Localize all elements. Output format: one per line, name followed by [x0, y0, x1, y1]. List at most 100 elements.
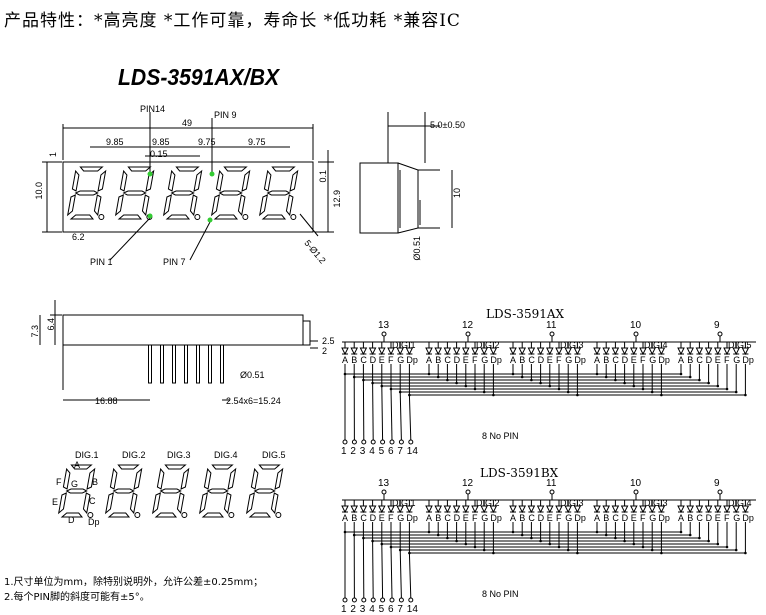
pin1-label: PIN 1	[90, 257, 113, 267]
segment-pin-number: 6	[388, 446, 394, 457]
segment-pin	[390, 440, 394, 444]
segment	[224, 167, 246, 171]
led-diode	[463, 506, 469, 512]
segment	[124, 191, 146, 195]
segment	[168, 171, 175, 191]
segment	[153, 493, 161, 513]
led-diode	[678, 506, 684, 512]
seg-label: B	[435, 355, 441, 365]
seg-label: F	[724, 513, 730, 523]
common-pin	[382, 490, 386, 494]
led-diode	[370, 348, 376, 354]
pin9-marker	[210, 172, 215, 177]
led-diode	[538, 506, 544, 512]
common-pin-number: 11	[546, 320, 556, 331]
segment	[94, 195, 101, 215]
seg-label: F	[388, 513, 394, 523]
led-diode	[528, 348, 534, 354]
segment-pin	[362, 598, 366, 602]
led-diode	[379, 506, 385, 512]
segment	[181, 469, 189, 489]
decimal-point	[229, 513, 234, 518]
segment-pin-number: 4	[369, 446, 375, 457]
common-pin-number: 12	[462, 320, 473, 331]
seg-label: F	[640, 513, 646, 523]
dig-label: DIG.1	[392, 340, 416, 350]
segment	[208, 489, 228, 493]
seg-label: B	[603, 355, 609, 365]
segment-pin	[343, 598, 347, 602]
seg-label: F	[388, 355, 394, 365]
bottom-pin	[209, 345, 212, 383]
dig-label: DIG.3	[644, 498, 668, 508]
dig-label: DIG.5	[728, 340, 752, 350]
segment	[215, 215, 237, 219]
segment-pin-number: 1	[341, 604, 347, 615]
dig-label: DIG.3	[560, 340, 584, 350]
segment-pin	[352, 440, 356, 444]
circuit-ax-nopin: 8 No PIN	[482, 431, 519, 441]
led-diode	[426, 506, 432, 512]
segment	[200, 493, 208, 513]
segment-pin-number: 7	[397, 604, 403, 615]
segment	[190, 195, 197, 215]
segment	[176, 167, 198, 171]
dig-label: DIG.4	[644, 340, 668, 350]
decimal-point	[135, 513, 140, 518]
seg-label: Dp	[574, 513, 586, 523]
segment	[167, 215, 189, 219]
seg-label: C	[696, 355, 703, 365]
seg-label: Dp	[658, 355, 670, 365]
seg-label: A	[342, 513, 348, 523]
common-pin	[634, 332, 638, 336]
seg-label: E	[379, 513, 385, 523]
segment	[255, 489, 275, 493]
pin14-marker	[148, 172, 153, 177]
led-diode	[444, 506, 450, 512]
seg-label: D	[370, 513, 377, 523]
bottom-pins	[149, 345, 224, 383]
segment	[76, 191, 98, 195]
front-digit	[68, 167, 106, 220]
common-pin-number: 10	[630, 320, 641, 331]
seg-label: G	[481, 513, 488, 523]
segment	[142, 195, 149, 215]
segment	[259, 465, 279, 469]
decimal-point	[243, 215, 248, 220]
seg-label: E	[463, 355, 469, 365]
seg-label: A	[594, 513, 600, 523]
height-dim: 10.0	[34, 182, 44, 200]
seg-label: D	[706, 355, 713, 365]
segment	[118, 465, 138, 469]
segment	[71, 215, 93, 219]
tilt-dim: 6.2	[72, 232, 85, 242]
segment	[272, 167, 294, 171]
seg-label: D	[622, 513, 629, 523]
bottom-right1: 2.5	[322, 336, 335, 346]
seg-label: Dp	[406, 355, 418, 365]
led-diode	[612, 506, 618, 512]
segment-pin-number: 5	[379, 604, 385, 615]
led-diode	[631, 506, 637, 512]
led-diode	[379, 348, 385, 354]
segment	[268, 191, 290, 195]
led-diode	[519, 348, 525, 354]
seg-label: C	[360, 355, 367, 365]
led-diode	[622, 348, 628, 354]
seg-label: Dp	[490, 513, 502, 523]
common-pin-number: 11	[546, 478, 556, 489]
bottom-h1: 7.3	[30, 325, 40, 338]
seg-label: E	[715, 355, 721, 365]
seg-label: F	[640, 355, 646, 365]
dim-5: 0.15	[150, 149, 168, 159]
dig-label: DIG.3	[560, 498, 584, 508]
segment	[114, 489, 134, 493]
seg-f-label: F	[56, 477, 62, 487]
seg-label: D	[706, 513, 713, 523]
segment	[109, 513, 129, 517]
seg-label: A	[510, 355, 516, 365]
segment	[238, 195, 245, 215]
segment	[194, 171, 202, 191]
segment	[290, 171, 298, 191]
pin7-label: PIN 7	[163, 257, 186, 267]
